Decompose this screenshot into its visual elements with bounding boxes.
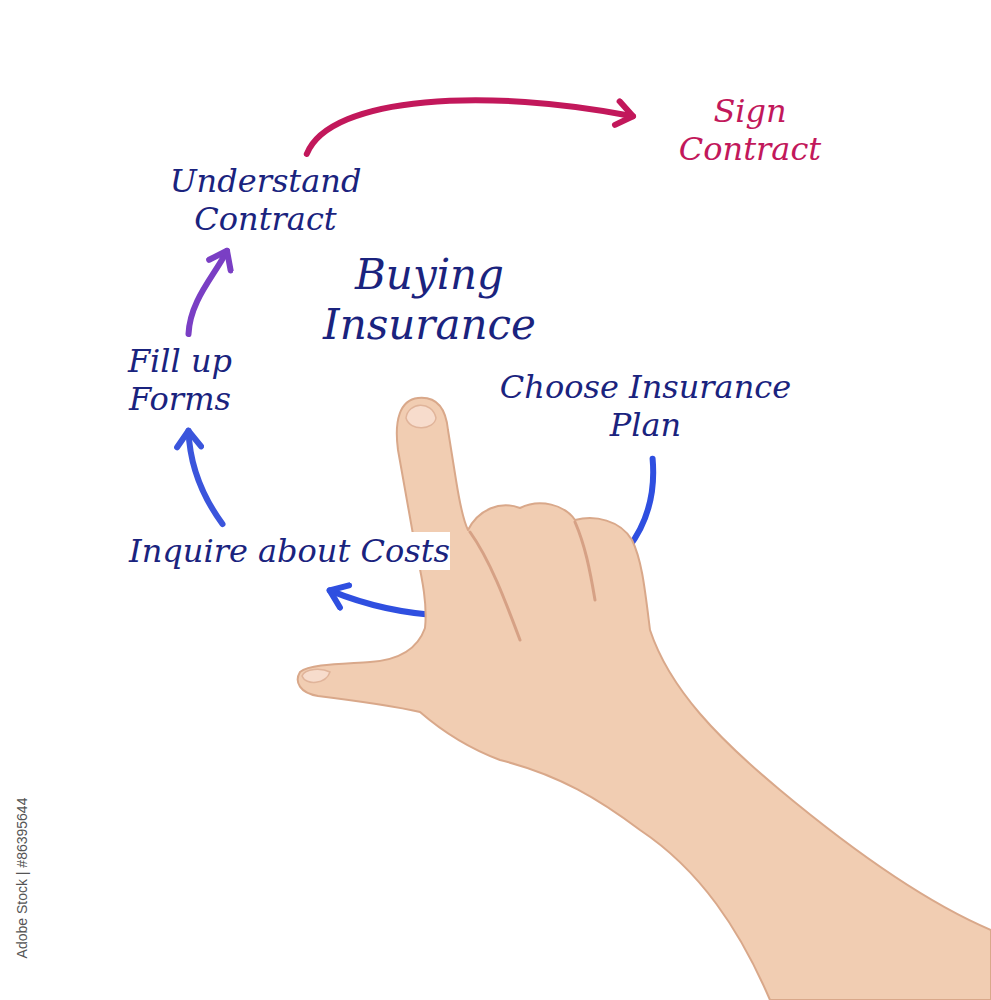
step-text: Sign Contract: [679, 92, 821, 168]
flow-arrow: [307, 100, 633, 154]
step-label: Fill up Forms: [95, 342, 265, 423]
watermark-text: Adobe Stock | #86395644: [14, 758, 30, 998]
hand-shape: [298, 398, 991, 1000]
step-text: Fill up Forms: [128, 342, 232, 418]
finger-crease: [470, 532, 520, 640]
fingernail: [406, 405, 436, 428]
step-text-block: Inquire about Costs: [122, 532, 457, 570]
flow-arrow: [189, 431, 223, 524]
thumbnail: [302, 669, 330, 682]
step-text-block: Sign Contract: [645, 92, 855, 169]
step-text: Understand Contract: [170, 162, 362, 238]
step-text-block: Understand Contract: [128, 162, 403, 239]
flow-arrow: [189, 251, 228, 334]
step-text: Inquire about Costs: [129, 532, 450, 570]
step-text-block: Choose Insurance Plan: [468, 368, 823, 445]
step-label: Choose Insurance Plan: [468, 368, 823, 449]
step-label: Sign Contract: [645, 92, 855, 173]
step-text: Choose Insurance Plan: [500, 368, 791, 444]
diagram-title: Buying Insurance: [262, 250, 597, 351]
finger-crease: [575, 522, 595, 600]
step-label: Understand Contract: [128, 162, 403, 243]
step-label: Inquire about Costs: [122, 532, 457, 574]
step-text-block: Fill up Forms: [95, 342, 265, 419]
